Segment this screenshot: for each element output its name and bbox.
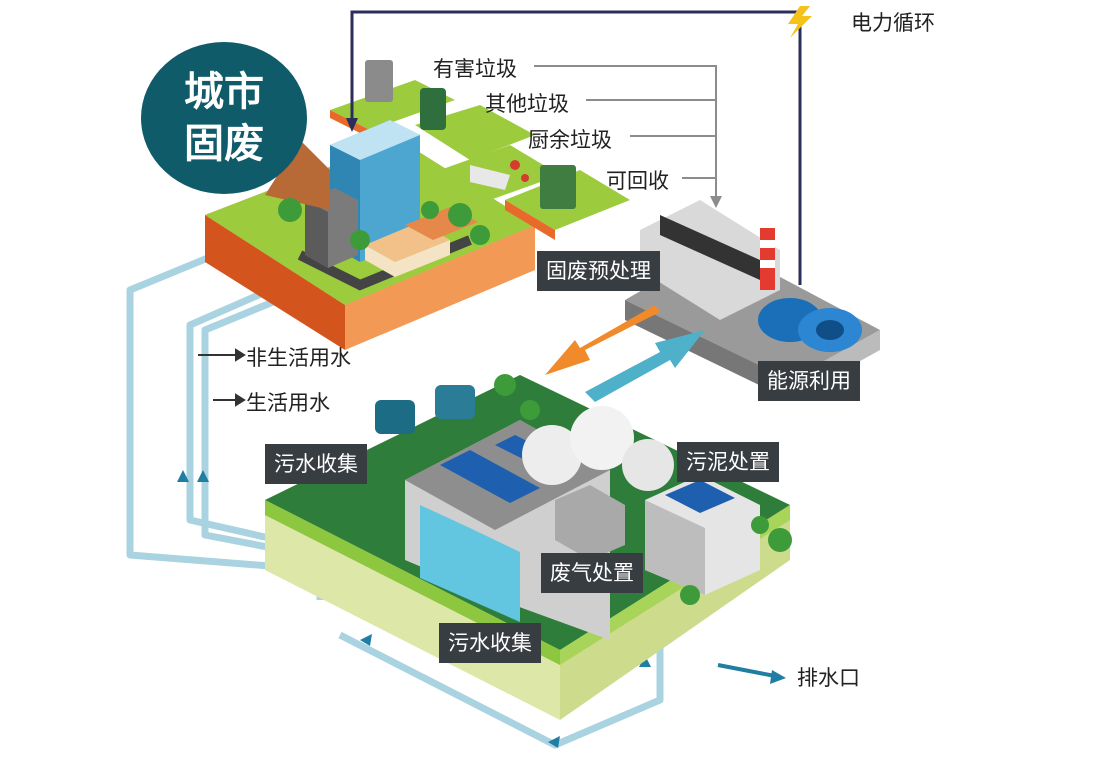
city-block bbox=[205, 60, 630, 350]
lightning-icon bbox=[788, 6, 812, 38]
water-label-pointers bbox=[198, 348, 246, 407]
label-energy-utilization: 能源利用 bbox=[758, 361, 860, 401]
outlet-label: 排水口 bbox=[797, 666, 860, 690]
label-sewage-collection-lower: 污水收集 bbox=[439, 623, 541, 663]
power-cycle-line bbox=[346, 10, 802, 285]
waste-label-hazardous: 有害垃圾 bbox=[433, 57, 517, 81]
water-label-non-domestic: 非生活用水 bbox=[246, 346, 351, 370]
waste-label-kitchen: 厨余垃圾 bbox=[528, 128, 612, 152]
outlet-arrow bbox=[717, 663, 786, 684]
label-sewage-collection-upper: 污水收集 bbox=[265, 444, 367, 484]
waste-label-recyclable: 可回收 bbox=[606, 169, 669, 193]
label-exhaust-gas-treatment: 废气处置 bbox=[541, 553, 643, 593]
power-cycle-label: 电力循环 bbox=[851, 11, 935, 35]
waste-lines bbox=[534, 65, 722, 208]
label-solid-waste-pretreatment: 固废预处理 bbox=[537, 251, 660, 291]
waste-label-other: 其他垃圾 bbox=[485, 92, 569, 116]
return-pipe bbox=[338, 615, 664, 749]
title-line-1: 城市 bbox=[184, 69, 264, 115]
orange-arrow bbox=[545, 305, 660, 375]
water-label-domestic: 生活用水 bbox=[246, 391, 330, 415]
label-sludge-disposal: 污泥处置 bbox=[677, 442, 779, 482]
title-line-2: 固废 bbox=[184, 121, 264, 167]
title-badge: 城市 固废 bbox=[141, 42, 307, 194]
flow-arrows bbox=[545, 305, 705, 402]
blue-arrow bbox=[585, 330, 705, 402]
water-plant bbox=[265, 374, 792, 720]
